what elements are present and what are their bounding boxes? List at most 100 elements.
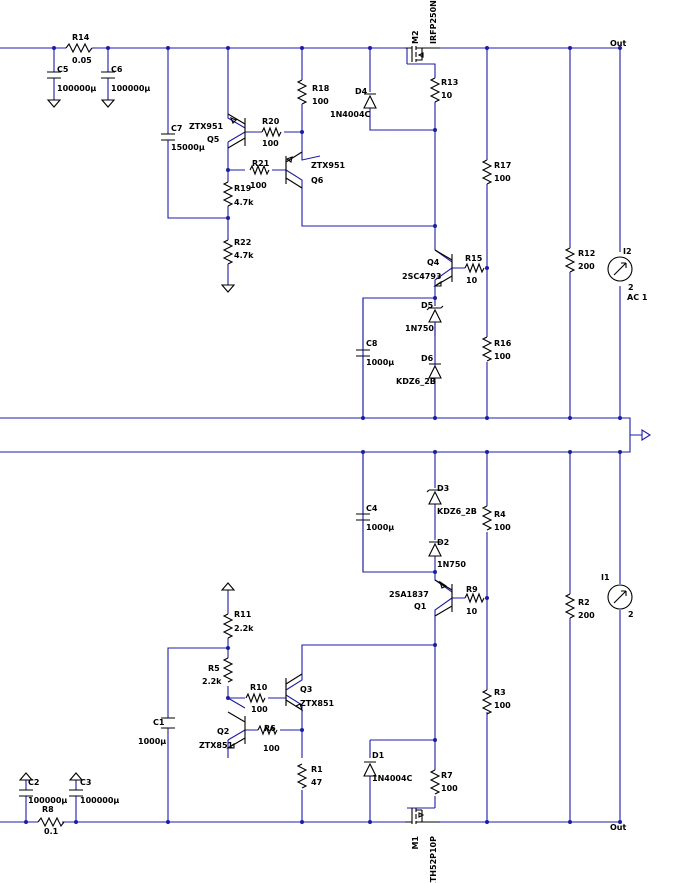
r7-ref: R7: [441, 771, 453, 780]
r18-ref: R18: [312, 84, 330, 93]
r16-value: 100: [494, 352, 511, 361]
r11-symbol: [222, 613, 234, 639]
r1-symbol: [296, 763, 308, 789]
d4-part: 1N4004C: [330, 110, 371, 119]
r20-value: 100: [262, 139, 279, 148]
net-label-out-bottom: Out: [610, 823, 626, 832]
d4-ref: D4: [355, 87, 368, 96]
i2-symbol: [607, 256, 633, 282]
capacitor-symbols: [19, 71, 370, 797]
r7-value: 100: [441, 784, 458, 793]
c3-ref: C3: [80, 778, 91, 787]
labels: Out Out R14 0.05 C5 100000µ C6 100000µ C…: [28, 0, 648, 883]
q6-ref: Q6: [311, 176, 324, 185]
r1-value: 47: [311, 778, 322, 787]
q5-symbol: [227, 113, 246, 149]
r17-symbol: [481, 159, 493, 185]
c8-value: 1000µ: [366, 358, 394, 367]
q4-part: 2SC4793: [402, 272, 441, 281]
r18-value: 100: [312, 97, 329, 106]
c5-value: 100000µ: [57, 84, 96, 93]
r2-symbol: [564, 593, 576, 619]
r12-ref: R12: [578, 249, 595, 258]
r5-value: 2.2k: [202, 677, 222, 686]
r6-value: 100: [263, 744, 280, 753]
r22-symbol: [222, 239, 234, 265]
d1-symbol: [363, 761, 377, 777]
wires: [0, 47, 652, 823]
r1-ref: R1: [311, 765, 323, 774]
i2-ref: I2: [623, 247, 632, 256]
r7-symbol: [429, 769, 441, 795]
r15-symbol: [464, 262, 485, 274]
r18-symbol: [296, 79, 308, 105]
d2-part: 1N750: [437, 560, 466, 569]
r20-ref: R20: [262, 117, 280, 126]
q3-ref: Q3: [300, 685, 312, 694]
d4-symbol: [363, 93, 377, 109]
r13-value: 10: [441, 91, 453, 100]
r17-value: 100: [494, 174, 511, 183]
r12-symbol: [564, 247, 576, 273]
r5-ref: R5: [208, 664, 220, 673]
c5-ref: C5: [57, 65, 69, 74]
ground-icon: [220, 284, 236, 293]
diode-symbols: [363, 93, 444, 777]
r3-symbol: [481, 689, 493, 715]
c2-symbol: [19, 789, 33, 797]
c3-value: 100000µ: [80, 796, 119, 805]
r16-symbol: [481, 336, 493, 362]
r2-value: 200: [578, 611, 595, 620]
d3-symbol: [426, 487, 444, 505]
c2-ref: C2: [28, 778, 39, 787]
r21-symbol: [249, 164, 270, 176]
r10-ref: R10: [250, 683, 268, 692]
c6-value: 100000µ: [111, 84, 150, 93]
r10-value: 100: [251, 705, 268, 714]
d6-ref: D6: [421, 354, 434, 363]
q6-symbol: [285, 151, 303, 189]
c5-symbol: [47, 71, 61, 79]
mosfet-symbols: [405, 46, 440, 824]
d2-symbol: [428, 541, 442, 557]
c1-value: 1000µ: [138, 737, 166, 746]
c8-ref: C8: [366, 339, 378, 348]
d6-part: KDZ6_2B: [396, 377, 436, 386]
c3-symbol: [69, 789, 83, 797]
r3-ref: R3: [494, 688, 506, 697]
c2-value: 100000µ: [28, 796, 67, 805]
r14-ref: R14: [72, 33, 90, 42]
r20-symbol: [261, 126, 282, 138]
q4-symbol: [433, 249, 453, 287]
c7-ref: C7: [171, 124, 182, 133]
d5-ref: D5: [421, 301, 434, 310]
transistor-symbols: [226, 113, 453, 749]
r3-value: 100: [494, 701, 511, 710]
r6-ref: R6: [264, 724, 276, 733]
c7-symbol: [161, 133, 175, 141]
q4-ref: Q4: [427, 258, 440, 267]
ground-icon: [68, 772, 84, 781]
m1-ref: M1: [411, 836, 420, 850]
r19-value: 4.7k: [234, 198, 254, 207]
q1-symbol: [434, 579, 453, 617]
q5-part: ZTX951: [189, 122, 224, 131]
d6-symbol: [428, 363, 442, 379]
c1-ref: C1: [153, 718, 165, 727]
current-source-symbols: [607, 256, 633, 610]
r17-ref: R17: [494, 161, 511, 170]
r14-symbol: [65, 42, 93, 54]
i2-value: 2: [628, 283, 634, 292]
ground-icon: [46, 99, 62, 108]
c7-value: 15000µ: [171, 143, 205, 152]
m2-symbol: [405, 46, 440, 62]
resistor-symbols: [37, 42, 576, 828]
d2-ref: D2: [437, 538, 449, 547]
r11-value: 2.2k: [234, 624, 254, 633]
r12-value: 200: [578, 262, 595, 271]
ground-icon: [220, 582, 236, 591]
r13-ref: R13: [441, 78, 458, 87]
m2-ref: M2: [411, 30, 420, 44]
c4-ref: C4: [366, 504, 378, 513]
r21-value: 100: [250, 181, 267, 190]
